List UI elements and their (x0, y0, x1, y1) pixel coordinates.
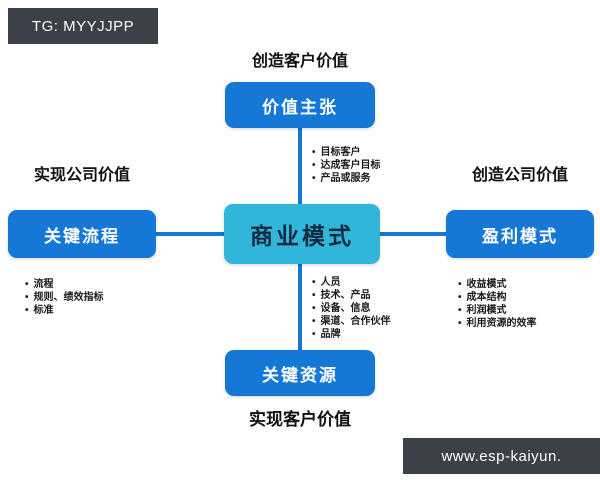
bullet-item: 技术、产品 (312, 289, 391, 302)
bullet-item: 渠道、合作伙伴 (312, 315, 391, 328)
bullets-right: 收益模式成本结构利润模式利用资源的效率 (458, 278, 537, 330)
connector-top-vertical (298, 128, 302, 210)
bullet-item: 达成客户目标 (312, 159, 381, 172)
connector-bottom-vertical (298, 264, 302, 352)
heading-bottom: 实现客户价值 (249, 410, 351, 429)
bullet-item: 流程 (25, 278, 104, 291)
bullet-item: 人员 (312, 276, 391, 289)
bullet-item: 品牌 (312, 328, 391, 341)
bullets-bottom: 人员技术、产品设备、信息渠道、合作伙伴品牌 (312, 276, 391, 341)
box-value-proposition: 价值主张 (225, 82, 375, 128)
box-key-processes: 关键流程 (8, 210, 156, 258)
bullets-top: 目标客户达成客户目标产品或服务 (312, 146, 381, 185)
watermark-top-left: TG: MYYJJPP (8, 8, 158, 44)
connector-right-horizontal (380, 232, 446, 236)
bullet-item: 标准 (25, 304, 104, 317)
box-key-resources: 关键资源 (225, 350, 375, 396)
connector-left-horizontal (156, 232, 224, 236)
bullet-item: 收益模式 (458, 278, 537, 291)
bullet-item: 目标客户 (312, 146, 381, 159)
box-profit-model: 盈利模式 (446, 210, 594, 258)
heading-left: 实现公司价值 (33, 167, 130, 184)
heading-top: 创造客户价值 (251, 53, 348, 70)
bullet-item: 规则、绩效指标 (25, 291, 104, 304)
bullet-item: 成本结构 (458, 291, 537, 304)
watermark-bottom-right: www.esp-kaiyun. (403, 438, 600, 474)
bullet-item: 设备、信息 (312, 302, 391, 315)
bullet-item: 利用资源的效率 (458, 317, 537, 330)
bullets-left: 流程规则、绩效指标标准 (25, 278, 104, 317)
bullet-item: 利润模式 (458, 304, 537, 317)
heading-right: 创造公司价值 (471, 167, 568, 184)
bullet-item: 产品或服务 (312, 172, 381, 185)
box-business-model: 商业模式 (224, 204, 380, 264)
